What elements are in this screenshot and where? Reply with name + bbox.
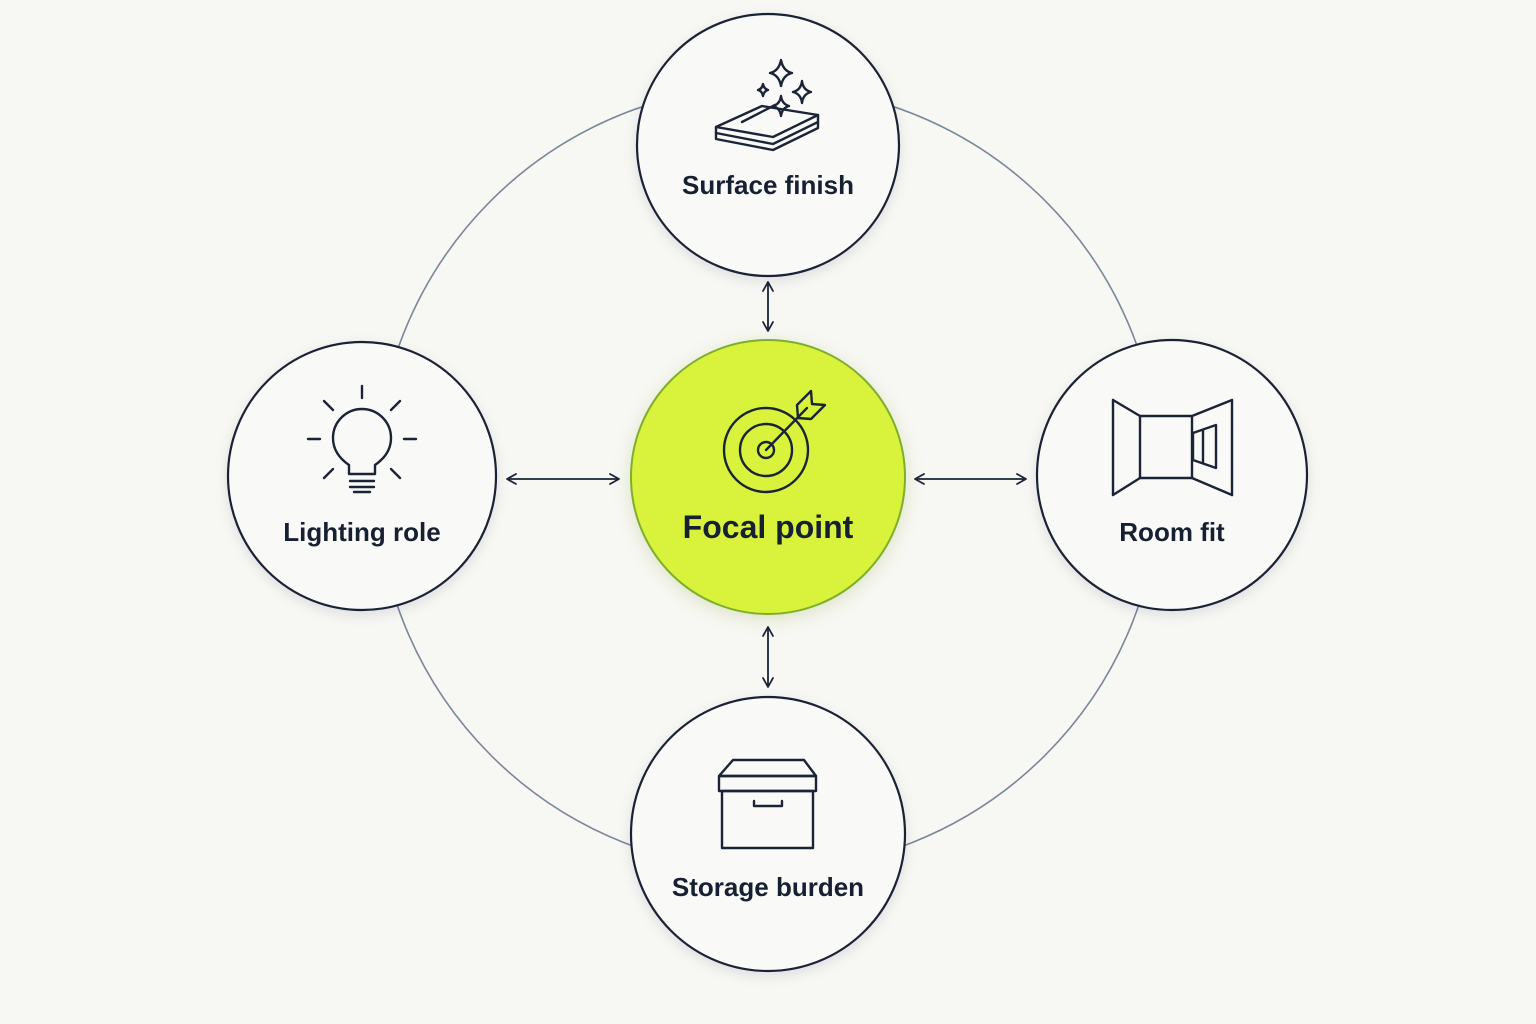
polished-surface-sparkle-icon: [714, 58, 820, 152]
node-focal-point: Focal point: [630, 339, 906, 615]
node-label: Surface finish: [682, 170, 854, 200]
node-label: Room fit: [1119, 517, 1225, 547]
node-circle: [635, 12, 901, 278]
node-label: Lighting role: [283, 517, 440, 547]
center-label: Focal point: [683, 509, 854, 545]
node-circle: [226, 340, 498, 612]
light-bulb-icon: [306, 384, 418, 494]
node-surface-finish: Surface finish: [635, 12, 901, 278]
storage-box-icon: [717, 758, 818, 850]
node-circle: [629, 695, 907, 973]
node-circle: [1035, 338, 1309, 612]
node-room-fit: Room fit: [1035, 338, 1309, 612]
node-label: Storage burden: [672, 872, 864, 902]
node-lighting-role: Lighting role: [226, 340, 498, 612]
node-storage-burden: Storage burden: [629, 695, 907, 973]
target-arrow-icon: [722, 389, 827, 494]
room-perspective-icon: [1111, 398, 1234, 497]
